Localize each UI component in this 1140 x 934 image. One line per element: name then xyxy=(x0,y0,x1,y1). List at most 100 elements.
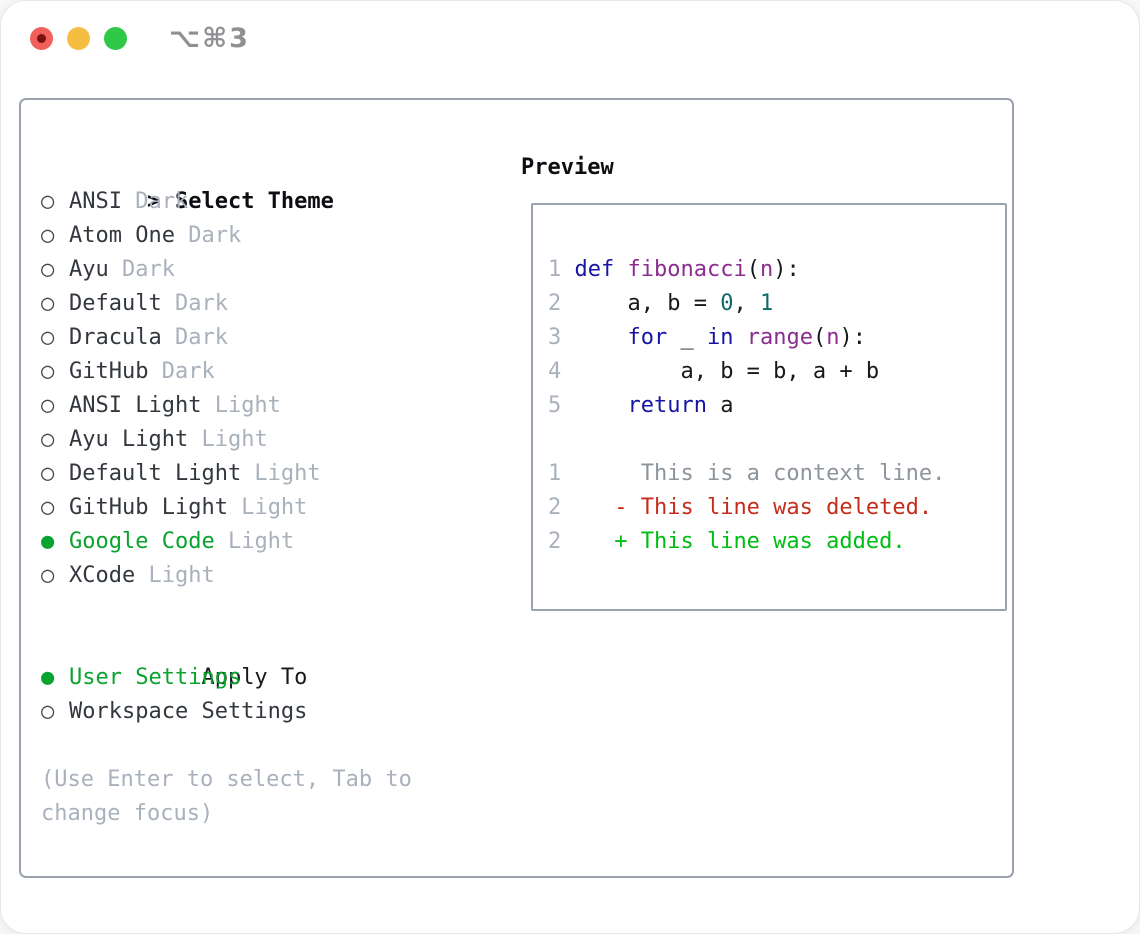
code-token-pl: a xyxy=(706,393,734,418)
code-token-ti: fibonacci xyxy=(627,257,747,282)
theme-variant: Dark xyxy=(108,257,175,282)
radio-selected-icon: ● xyxy=(41,665,55,690)
code-token-pl: a, b = b, a + b xyxy=(574,359,880,384)
code-line: 1 def fibonacci(n): xyxy=(548,253,1005,287)
window-title-shortcut: ⌥⌘3 xyxy=(169,23,250,54)
radio-icon: ○ xyxy=(41,699,55,724)
close-button[interactable] xyxy=(30,27,53,50)
option-label: Dracula xyxy=(69,325,162,350)
option-label: Default xyxy=(69,291,162,316)
theme-variant: Light xyxy=(188,427,268,452)
apply-option-user-settings[interactable]: ● User Settings xyxy=(41,661,481,695)
code-token-del: - This line was deleted. xyxy=(574,495,933,520)
code-token-ti: range xyxy=(746,325,813,350)
code-line: 2 a, b = 0, 1 xyxy=(548,287,1005,321)
radio-icon: ○ xyxy=(41,257,55,282)
code-line: 4 a, b = b, a + b xyxy=(548,355,1005,389)
preview-column: Preview 1 def fibonacci(n):2 a, b = 0, 1… xyxy=(503,151,1009,611)
titlebar: ⌥⌘3 xyxy=(1,1,1139,98)
apply-option-workspace-settings[interactable]: ○ Workspace Settings xyxy=(41,695,481,729)
code-token-ln: 2 xyxy=(548,291,575,316)
theme-option-xcode[interactable]: ○ XCode Light xyxy=(41,559,481,593)
apply-to-list: ● User Settings ○ Workspace Settings xyxy=(41,661,481,729)
code-line: 5 return a xyxy=(548,389,1005,423)
option-label: User Settings xyxy=(69,665,242,690)
radio-icon: ○ xyxy=(41,427,55,452)
radio-icon: ○ xyxy=(41,223,55,248)
code-token-ln: 4 xyxy=(548,359,575,384)
option-label: GitHub xyxy=(69,359,149,384)
code-token-kw: def xyxy=(574,257,615,282)
traffic-lights xyxy=(30,27,127,50)
radio-icon: ○ xyxy=(41,291,55,316)
theme-variant: Light xyxy=(214,529,295,554)
code-token-pl xyxy=(614,257,627,282)
theme-select-column: >Select Theme ○ANSI Dark○Atom One Dark○A… xyxy=(41,151,481,831)
option-label: Ayu xyxy=(69,257,109,282)
option-label: XCode xyxy=(69,563,136,588)
code-token-add: + This line was added. xyxy=(574,529,906,554)
theme-list: ○ANSI Dark○Atom One Dark○Ayu Dark○Defaul… xyxy=(41,185,481,593)
code-token-ln: 3 xyxy=(548,325,575,350)
radio-icon: ○ xyxy=(41,325,55,350)
code-token-ln: 1 xyxy=(548,461,575,486)
theme-option-ayu[interactable]: ○ Ayu Dark xyxy=(41,253,481,287)
theme-variant: Light xyxy=(201,393,281,418)
option-label: Google Code xyxy=(69,529,215,554)
select-theme-header: >Select Theme xyxy=(41,151,481,214)
apply-to-section: Apply To ● User Settings ○ Workspace Settin… xyxy=(41,627,481,729)
radio-icon: ○ xyxy=(41,359,55,384)
code-token-pl: ): xyxy=(839,325,866,350)
code-token-pl: ): xyxy=(773,257,800,282)
code-token-ctx: This is a context line. xyxy=(574,461,946,486)
radio-icon: ○ xyxy=(41,189,55,214)
code-token-pl: ( xyxy=(746,257,760,282)
theme-variant: Light xyxy=(135,563,215,588)
theme-variant: Dark xyxy=(161,325,228,350)
radio-icon: ○ xyxy=(41,393,55,418)
code-token-ti: n xyxy=(826,325,840,350)
radio-selected-icon: ● xyxy=(41,529,55,554)
radio-icon: ○ xyxy=(41,495,55,520)
code-token-ln: 1 xyxy=(548,257,575,282)
theme-variant: Light xyxy=(227,495,308,520)
theme-variant: Dark xyxy=(121,189,189,214)
code-token-ln: 5 xyxy=(548,393,575,418)
theme-option-ansi-light[interactable]: ○ ANSI Light Light xyxy=(41,389,481,423)
option-label: ANSI Light xyxy=(69,393,202,418)
code-token-ln: 2 xyxy=(548,529,575,554)
code-token-pl: _ xyxy=(667,325,707,350)
code-token-ti: n xyxy=(759,257,774,282)
theme-option-ansi[interactable]: ○ANSI Dark xyxy=(41,185,481,219)
option-label: Ayu Light xyxy=(69,427,189,452)
option-label: Workspace Settings xyxy=(69,699,308,724)
code-token-pl: , xyxy=(733,291,760,316)
minimize-button[interactable] xyxy=(67,27,90,50)
code-token-nu: 1 xyxy=(759,291,774,316)
theme-option-default[interactable]: ○ Default Dark xyxy=(41,287,481,321)
option-label: GitHub Light xyxy=(69,495,228,520)
option-label: Atom One xyxy=(69,223,175,248)
zoom-button[interactable] xyxy=(104,27,127,50)
theme-option-ayu-light[interactable]: ○ Ayu Light Light xyxy=(41,423,481,457)
apply-to-header: Apply To xyxy=(41,627,481,690)
option-label: Default Light xyxy=(69,461,242,486)
theme-option-default-light[interactable]: ○Default Light Light xyxy=(41,457,481,491)
theme-option-github-light[interactable]: ○ GitHub Light Light xyxy=(41,491,481,525)
main-panel: >Select Theme ○ANSI Dark○Atom One Dark○A… xyxy=(19,98,1014,878)
theme-option-google-code[interactable]: ● Google Code Light xyxy=(41,525,481,559)
code-token-pl xyxy=(575,325,628,350)
theme-option-github[interactable]: ○ GitHub Dark xyxy=(41,355,481,389)
theme-variant: Dark xyxy=(148,359,215,384)
theme-option-dracula[interactable]: ○ Dracula Dark xyxy=(41,321,481,355)
theme-variant: Light xyxy=(241,461,321,486)
code-line: 3 for _ in range(n): xyxy=(548,321,1005,355)
theme-variant: Dark xyxy=(161,291,228,316)
preview-title: Preview xyxy=(521,155,614,180)
apply-to-title: Apply To xyxy=(201,665,308,690)
theme-option-atom-one[interactable]: ○Atom One Dark xyxy=(41,219,481,253)
select-theme-title: Select Theme xyxy=(174,189,334,214)
radio-icon: ○ xyxy=(41,563,55,588)
code-line xyxy=(548,423,1005,457)
